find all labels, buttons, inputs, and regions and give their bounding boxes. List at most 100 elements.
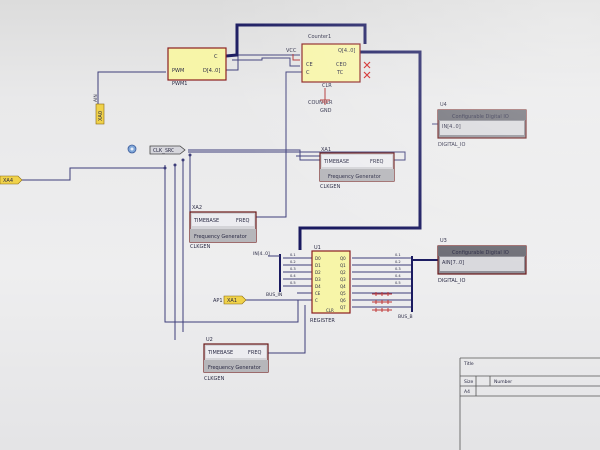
u4-digital-io[interactable]: U4 Configurable Digital IO IN[4..0] DIGI… bbox=[437, 102, 527, 148]
clkgen2-pin-freq: FREQ bbox=[236, 218, 250, 224]
ain-port-label: XA0 bbox=[98, 111, 104, 121]
register-output-labels: 0.1 0.2 0.3 0.4 0.5 bbox=[395, 253, 401, 285]
svg-text:D2: D2 bbox=[315, 270, 321, 275]
u4-pin: IN[4..0] bbox=[442, 124, 461, 130]
clkgen1-caption: Frequency Generator bbox=[328, 174, 382, 180]
svg-text:Q3: Q3 bbox=[340, 277, 346, 282]
register-bus-label: BUS_IN bbox=[266, 292, 282, 298]
no-connect-icon bbox=[363, 61, 371, 79]
clkgen1-ref: XA1 bbox=[321, 147, 331, 153]
u3-title: Configurable Digital IO bbox=[452, 250, 509, 256]
title-block-number: Number bbox=[494, 379, 512, 385]
title-block-size-value: A4 bbox=[464, 389, 470, 395]
svg-text:Q0: Q0 bbox=[340, 256, 346, 261]
svg-text:0.4: 0.4 bbox=[290, 274, 296, 278]
clkgen3-pin-tb: TIMEBASE bbox=[207, 350, 233, 356]
title-block-size: Size bbox=[464, 379, 473, 385]
counter-pin-c: C bbox=[306, 70, 310, 76]
register-pin-clr: CLR bbox=[326, 308, 334, 313]
ap-net-label: AP1 bbox=[213, 298, 223, 304]
clkgen3-component[interactable]: U2 TIMEBASE FREQ Frequency Generator CLK… bbox=[203, 337, 269, 382]
pwm-pin-c: C bbox=[214, 54, 218, 60]
junctions bbox=[163, 153, 192, 170]
gear-icon[interactable] bbox=[127, 144, 137, 154]
unconnected-stubs bbox=[372, 292, 392, 312]
u3-digital-io[interactable]: U3 Configurable Digital IO AIN[7..0] DIG… bbox=[437, 238, 527, 284]
clkgen2-caption: Frequency Generator bbox=[194, 234, 248, 240]
svg-text:0.1: 0.1 bbox=[395, 253, 401, 257]
register-component[interactable]: U1 IN[4..0] D0 D1 D2 D3 D4 CE C Q0 Q1 Q2… bbox=[253, 245, 413, 324]
counter-pin-clr: CLR bbox=[322, 83, 332, 89]
register-bottom: REGISTER bbox=[310, 318, 335, 324]
svg-text:0.3: 0.3 bbox=[290, 267, 296, 271]
counter-vcc: VCC bbox=[286, 48, 297, 54]
u4-title: Configurable Digital IO bbox=[452, 114, 509, 120]
ain-port[interactable]: XA0 AIN bbox=[93, 94, 105, 125]
pwm-pin-d: D[4..0] bbox=[203, 68, 220, 74]
left-port[interactable]: XA4 bbox=[0, 175, 23, 185]
svg-text:0.2: 0.2 bbox=[395, 260, 401, 264]
clkgen1-pin-freq: FREQ bbox=[370, 159, 384, 165]
svg-text:D1: D1 bbox=[315, 263, 321, 268]
svg-text:D4: D4 bbox=[315, 284, 321, 289]
svg-text:Q6: Q6 bbox=[340, 298, 346, 303]
clk-src-label: CLK_SRC bbox=[153, 148, 174, 154]
u3-pin: AIN[7..0] bbox=[442, 260, 464, 266]
register-left-pins: D0 D1 D2 D3 D4 CE C bbox=[315, 256, 321, 303]
pwm-ref: PWM1 bbox=[172, 81, 187, 87]
counter-pin-ceo: CEO bbox=[336, 62, 347, 68]
svg-text:0.1: 0.1 bbox=[290, 253, 296, 257]
clkgen3-bottom: CLKGEN bbox=[204, 376, 225, 382]
svg-text:Q2: Q2 bbox=[340, 270, 346, 275]
ain-net-label: AIN bbox=[93, 94, 99, 102]
clkgen3-pin-freq: FREQ bbox=[248, 350, 262, 356]
register-right-pins: Q0 Q1 Q2 Q3 Q4 Q5 Q6 Q7 bbox=[340, 256, 346, 310]
u3-ref: U3 bbox=[440, 238, 447, 244]
counter-title: Counter1 bbox=[308, 34, 331, 40]
register-pin-c: C bbox=[315, 298, 318, 303]
ap-port-label: XA1 bbox=[227, 298, 237, 304]
svg-text:0.2: 0.2 bbox=[290, 260, 296, 264]
clkgen3-ref: U2 bbox=[206, 337, 213, 343]
svg-text:0.5: 0.5 bbox=[290, 281, 296, 285]
ground-icon bbox=[320, 99, 330, 105]
clkgen1-bottom: CLKGEN bbox=[320, 184, 341, 190]
u4-bottom: DIGITAL_IO bbox=[438, 142, 466, 148]
u3-bottom: DIGITAL_IO bbox=[438, 278, 466, 284]
clkgen3-caption: Frequency Generator bbox=[208, 365, 262, 371]
ap-port[interactable]: AP1 XA1 bbox=[213, 295, 247, 305]
register-input-labels: 0.1 0.2 0.3 0.4 0.5 bbox=[290, 253, 296, 285]
register-bus-in: IN[4..0] bbox=[253, 251, 270, 257]
clkgen2-bottom: CLKGEN bbox=[190, 244, 211, 250]
title-block bbox=[459, 357, 600, 450]
counter-gnd: GND bbox=[320, 108, 332, 114]
left-port-label: XA4 bbox=[3, 178, 13, 184]
pwm-pin-pwm: PWM bbox=[172, 68, 184, 74]
title-block-title: Title bbox=[463, 361, 474, 367]
register-bus-out: BUS_B bbox=[398, 314, 413, 320]
svg-text:0.5: 0.5 bbox=[395, 281, 401, 285]
counter-component[interactable]: Counter1 Q[4..0] CE C CEO TC CLR COUNTER… bbox=[286, 34, 371, 114]
svg-text:Q1: Q1 bbox=[340, 263, 346, 268]
u4-ref: U4 bbox=[440, 102, 447, 108]
counter-pin-tc: TC bbox=[336, 70, 344, 76]
counter-pin-q: Q[4..0] bbox=[338, 48, 355, 54]
clkgen2-component[interactable]: XA2 TIMEBASE FREQ Frequency Generator CL… bbox=[189, 205, 257, 250]
wires bbox=[22, 23, 438, 354]
svg-text:0.3: 0.3 bbox=[395, 267, 401, 271]
clk-src-port[interactable]: CLK_SRC bbox=[149, 145, 186, 155]
counter-pin-ce: CE bbox=[306, 62, 313, 68]
register-ref: U1 bbox=[314, 245, 321, 251]
clkgen1-pin-tb: TIMEBASE bbox=[323, 159, 349, 165]
clkgen2-pin-tb: TIMEBASE bbox=[193, 218, 219, 224]
svg-text:Q4: Q4 bbox=[340, 284, 346, 289]
svg-text:Q5: Q5 bbox=[340, 291, 346, 296]
counter-ref: COUNTER bbox=[308, 100, 333, 106]
svg-text:Q7: Q7 bbox=[340, 305, 346, 310]
clkgen2-ref: XA2 bbox=[192, 205, 202, 211]
svg-text:D0: D0 bbox=[315, 256, 321, 261]
clkgen1-component[interactable]: XA1 TIMEBASE FREQ Frequency Generator CL… bbox=[319, 147, 395, 190]
pwm-component[interactable]: C PWM D[4..0] PWM1 bbox=[167, 47, 227, 87]
